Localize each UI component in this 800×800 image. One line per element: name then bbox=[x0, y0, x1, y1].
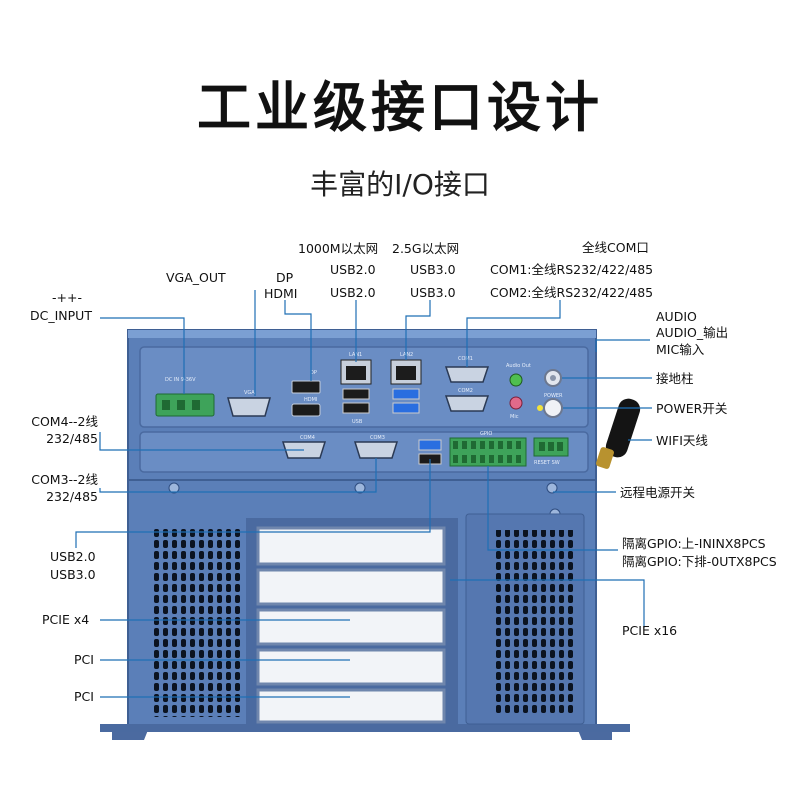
audio-out-jack bbox=[509, 373, 523, 387]
hdmi-label: HDMI bbox=[264, 286, 298, 301]
dc-plus-label: -++- bbox=[52, 290, 82, 305]
audio-out-label: AUDIO_输出 bbox=[656, 325, 729, 340]
gpio-terminal-block bbox=[449, 437, 527, 467]
slot-bracket-2 bbox=[256, 568, 446, 606]
right-vent-grille bbox=[492, 530, 574, 714]
com3-port bbox=[353, 441, 399, 459]
com4-label-line1: COM4--2线 bbox=[31, 414, 98, 429]
svg-text:GPIO: GPIO bbox=[480, 431, 492, 437]
svg-text:POWER: POWER bbox=[544, 393, 563, 399]
com2-label: COM2:全线RS232/422/485 bbox=[490, 285, 654, 300]
slot-bracket-1 bbox=[256, 526, 446, 566]
lan1-usb-b-label: USB2.0 bbox=[330, 285, 376, 300]
usb3-port-3 bbox=[418, 439, 442, 451]
com-title-label: 全线COM口 bbox=[582, 240, 649, 255]
pcie-x16-label: PCIE x16 bbox=[622, 623, 678, 638]
svg-text:COM2: COM2 bbox=[458, 388, 473, 394]
com3-label-line1: COM3--2线 bbox=[31, 472, 98, 487]
usb20-label: USB2.0 bbox=[50, 549, 96, 564]
com2-port bbox=[444, 395, 490, 412]
svg-text:LAN2: LAN2 bbox=[400, 352, 413, 358]
ground-post-label: 接地柱 bbox=[656, 371, 694, 386]
lan1-title-label: 1000M以太网 bbox=[298, 241, 379, 256]
svg-text:Mic: Mic bbox=[510, 414, 519, 420]
dp-port bbox=[291, 380, 321, 394]
svg-text:VGA: VGA bbox=[244, 390, 255, 396]
gpio-out-label: 隔离GPIO:下排-0UTX8PCS bbox=[622, 554, 777, 569]
usb2-port-1 bbox=[342, 388, 370, 400]
wifi-antenna-label: WIFI天线 bbox=[656, 433, 708, 448]
com1-port bbox=[444, 366, 490, 383]
com4-label-line2: 232/485 bbox=[46, 431, 98, 446]
svg-text:COM4: COM4 bbox=[300, 435, 315, 441]
usb3-port-2 bbox=[392, 402, 420, 414]
com3-label-line2: 232/485 bbox=[46, 489, 98, 504]
left-vent-grille bbox=[150, 527, 242, 717]
svg-text:COM3: COM3 bbox=[370, 435, 385, 441]
lan2-title-label: 2.5G以太网 bbox=[392, 241, 460, 256]
svg-text:COM1: COM1 bbox=[458, 356, 473, 362]
lan2-usb-b-label: USB3.0 bbox=[410, 285, 456, 300]
svg-text:USB: USB bbox=[352, 419, 363, 425]
com1-label: COM1:全线RS232/422/485 bbox=[490, 262, 654, 277]
page-subtitle: 丰富的I/O接口 bbox=[310, 168, 490, 201]
pci-label-1: PCI bbox=[74, 652, 94, 667]
page-title: 工业级接口设计 bbox=[197, 76, 603, 139]
svg-text:HDMI: HDMI bbox=[304, 397, 317, 403]
lan1-usb-a-label: USB2.0 bbox=[330, 262, 376, 277]
dp-label: DP bbox=[276, 270, 294, 285]
svg-text:RESET SW: RESET SW bbox=[534, 460, 560, 466]
gpio-in-label: 隔离GPIO:上-ININX8PCS bbox=[622, 536, 766, 551]
vga-port bbox=[227, 397, 271, 417]
callout-lines bbox=[75, 290, 652, 698]
remote-power-label: 远程电源开关 bbox=[620, 485, 696, 500]
expansion-slots bbox=[246, 518, 458, 728]
mic-in-jack bbox=[509, 396, 523, 410]
vga-out-label: VGA_OUT bbox=[166, 270, 226, 285]
svg-text:Audio Out: Audio Out bbox=[506, 363, 531, 369]
pci-label-2: PCI bbox=[74, 689, 94, 704]
power-button bbox=[543, 398, 563, 418]
slot-bracket-3 bbox=[256, 608, 446, 646]
svg-text:DP: DP bbox=[310, 370, 317, 376]
pcie-x4-label: PCIE x4 bbox=[42, 612, 90, 627]
dc-input-label: DC_INPUT bbox=[30, 308, 92, 323]
usb30-label: USB3.0 bbox=[50, 567, 96, 582]
power-switch-label: POWER开关 bbox=[656, 401, 728, 416]
wifi-antenna bbox=[596, 398, 641, 469]
audio-label: AUDIO bbox=[656, 309, 697, 324]
hdmi-port bbox=[291, 403, 321, 417]
usb3-port-1 bbox=[392, 388, 420, 400]
slot-bracket-5 bbox=[256, 688, 446, 724]
usb2-port-2 bbox=[342, 402, 370, 414]
slot-bracket-4 bbox=[256, 648, 446, 686]
mic-in-label: MIC输入 bbox=[656, 342, 705, 357]
power-led bbox=[537, 405, 543, 411]
screw bbox=[354, 482, 366, 494]
lan2-usb-a-label: USB3.0 bbox=[410, 262, 456, 277]
screw bbox=[546, 482, 558, 494]
screw bbox=[168, 482, 180, 494]
panel-mark-dc-in: DC IN 9-36V bbox=[165, 377, 196, 383]
